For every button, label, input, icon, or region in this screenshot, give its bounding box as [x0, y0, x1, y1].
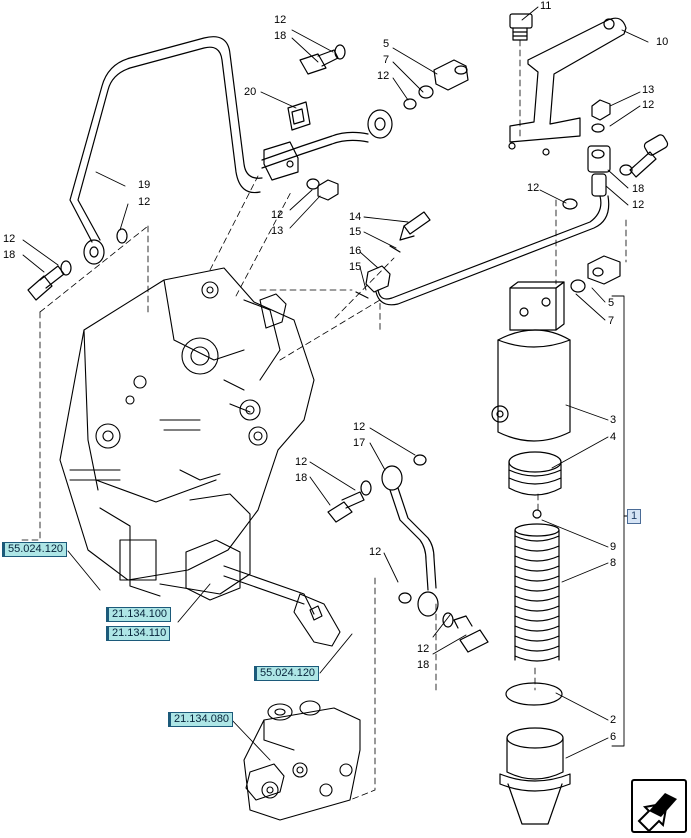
- callout-12: 12: [295, 456, 308, 468]
- banjo-fitting-left: [83, 239, 105, 265]
- reference-link-21-134-100[interactable]: 21.134.100: [108, 607, 172, 622]
- bolt-18-left: [27, 265, 65, 301]
- kit-label[interactable]: 1: [627, 509, 642, 524]
- washer-12-17-right: [442, 612, 454, 628]
- reference-link-21-134-110[interactable]: 21.134.110: [108, 626, 171, 641]
- callout-13: 13: [642, 84, 655, 96]
- fitting-16: [365, 265, 391, 293]
- callout-11: 11: [540, 0, 552, 12]
- bolt-14: [399, 211, 431, 241]
- callout-10: 10: [656, 36, 669, 48]
- washer-12-17-left: [360, 480, 372, 496]
- reference-link-21-134-080[interactable]: 21.134.080: [170, 712, 234, 727]
- piston-4: [508, 451, 562, 496]
- callout-9: 9: [610, 541, 617, 553]
- valve-body: [59, 267, 341, 647]
- callout-12: 12: [138, 196, 151, 208]
- washer-12-17-bottom: [398, 592, 412, 604]
- callout-6: 6: [610, 731, 617, 743]
- small-valve-block: [243, 700, 361, 821]
- washer-12-left: [116, 228, 128, 244]
- callout-14: 14: [349, 211, 362, 223]
- callout-18: 18: [295, 472, 308, 484]
- pipe-block: [263, 141, 299, 181]
- callout-5: 5: [608, 297, 615, 309]
- bolt-18-top: [299, 49, 339, 75]
- callout-17: 17: [353, 437, 366, 449]
- callout-7: 7: [383, 54, 390, 66]
- callout-12: 12: [3, 233, 16, 245]
- fitting-5: [433, 59, 469, 91]
- bolt-18-mid: [327, 491, 365, 523]
- callout-15: 15: [349, 261, 362, 273]
- pipe-19: [69, 36, 369, 243]
- washer-12-top: [562, 198, 578, 210]
- plug-6: [499, 727, 571, 825]
- callout-8: 8: [610, 557, 617, 569]
- callout-12: 12: [274, 14, 287, 26]
- o-ring-7-right: [570, 279, 586, 293]
- o-ring-2: [505, 682, 563, 706]
- pipe-17: [381, 465, 439, 617]
- washer-15-bottom: [355, 291, 369, 299]
- washer-12-top-left: [334, 44, 346, 60]
- callout-7: 7: [608, 315, 615, 327]
- nut-5-right: [587, 255, 621, 285]
- next-page-button[interactable]: [631, 779, 687, 833]
- washer-12-mid: [403, 98, 417, 110]
- ball-9: [532, 509, 542, 519]
- callout-12: 12: [353, 421, 366, 433]
- callout-18: 18: [417, 659, 430, 671]
- bracket-10: [508, 17, 627, 156]
- reference-link-55-024-120-lower[interactable]: 55.024.120: [256, 666, 320, 681]
- callout-18: 18: [3, 249, 16, 261]
- callout-12: 12: [632, 199, 645, 211]
- leader-lines: [22, 6, 649, 761]
- dashed-alignment-lines: [19, 39, 627, 801]
- bolt-18-bottom: [453, 615, 489, 653]
- callout-12: 12: [417, 643, 430, 655]
- callout-12: 12: [642, 99, 655, 111]
- callout-19: 19: [138, 179, 151, 191]
- plug-13: [591, 99, 611, 133]
- callout-18: 18: [274, 30, 287, 42]
- o-ring-7: [418, 85, 434, 99]
- callout-2: 2: [610, 714, 617, 726]
- callout-16: 16: [349, 245, 362, 257]
- callout-12: 12: [527, 182, 540, 194]
- plug-13-left: [317, 179, 339, 201]
- tee-fitting-top: [587, 145, 611, 197]
- pipe-to-valve: [375, 195, 610, 306]
- callout-13: 13: [271, 225, 284, 237]
- clip-20: [287, 101, 311, 131]
- callout-3: 3: [610, 414, 617, 426]
- callout-15: 15: [349, 226, 362, 238]
- spring-8: [514, 523, 560, 662]
- washer-12-17-top: [413, 454, 427, 466]
- next-page-arrow-icon: [637, 793, 677, 831]
- washer-15-top: [389, 245, 401, 253]
- reference-link-55-024-120[interactable]: 55.024.120: [4, 542, 68, 557]
- cylinder-3: [491, 281, 571, 442]
- bolt-18-right: [619, 134, 669, 178]
- callout-20: 20: [244, 86, 257, 98]
- callout-18: 18: [632, 183, 645, 195]
- callout-4: 4: [610, 431, 617, 443]
- bolt-11: [509, 13, 533, 41]
- callout-5: 5: [383, 38, 390, 50]
- washer-12-far-left: [60, 260, 72, 276]
- banjo-fitting-right: [367, 109, 393, 139]
- callout-12: 12: [369, 546, 382, 558]
- callout-12: 12: [271, 209, 284, 221]
- washer-12-lower: [306, 178, 320, 190]
- callout-12: 12: [377, 70, 390, 82]
